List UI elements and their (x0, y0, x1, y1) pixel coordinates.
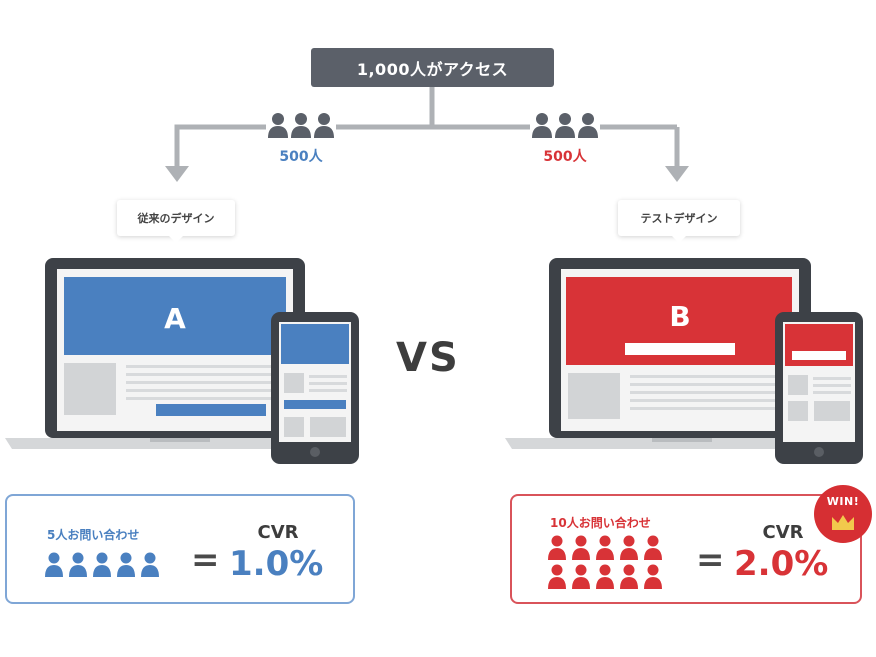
access-box: 1,000人がアクセス (311, 48, 554, 87)
result-box-b: 10人お問い合わせ = CVR 2.0% (510, 494, 862, 604)
people-group-right-icon (530, 110, 600, 140)
cvr-value-b: 2.0% (734, 544, 829, 584)
person-icon (45, 552, 63, 577)
right-split-count: 500人 (543, 149, 587, 165)
person-icon (117, 552, 135, 577)
inquiries-label-a: 5人お問い合わせ (47, 528, 140, 542)
screen-letter-a: A (164, 302, 186, 335)
laptop-a-base (5, 438, 345, 449)
callout-a-label: 従来のデザイン (137, 212, 215, 225)
inquiries-label-b: 10人お問い合わせ (550, 516, 651, 530)
devices-b: B (505, 258, 863, 464)
callout-b: テストデザイン (618, 200, 740, 243)
person-icon (572, 535, 590, 560)
person-icon (141, 552, 159, 577)
person-icon (644, 564, 662, 589)
person-icon (69, 552, 87, 577)
devices-a: A (5, 258, 359, 464)
cvr-label-b: CVR (762, 522, 804, 543)
cvr-label-a: CVR (257, 522, 299, 543)
arrow-right-head (665, 166, 689, 182)
people-icons-a (45, 552, 159, 577)
person-icon (644, 535, 662, 560)
person-icon (548, 564, 566, 589)
person-icon (620, 535, 638, 560)
laptop-a-hero (64, 277, 286, 355)
crown-icon (832, 515, 854, 530)
cvr-value-a: 1.0% (229, 544, 324, 584)
laptop-b-base (505, 438, 855, 449)
arrow-left-head (165, 166, 189, 182)
person-icon (548, 535, 566, 560)
person-icon (620, 564, 638, 589)
person-icon (596, 564, 614, 589)
callout-a: 従来のデザイン (117, 200, 235, 243)
people-icons-b (548, 535, 662, 589)
vs-label: VS (396, 335, 460, 381)
equals-b: = (696, 540, 725, 580)
person-icon (596, 535, 614, 560)
people-group-left-icon (266, 110, 336, 140)
flow-arrows (165, 87, 689, 182)
left-split-count: 500人 (279, 149, 323, 165)
equals-a: = (191, 540, 220, 580)
win-badge: WIN! (814, 485, 872, 543)
callout-b-label: テストデザイン (640, 212, 718, 225)
person-icon (572, 564, 590, 589)
win-badge-text: WIN! (826, 495, 860, 508)
person-icon (93, 552, 111, 577)
screen-letter-b: B (669, 300, 690, 333)
result-box-a: 5人お問い合わせ = CVR 1.0% (5, 494, 355, 604)
